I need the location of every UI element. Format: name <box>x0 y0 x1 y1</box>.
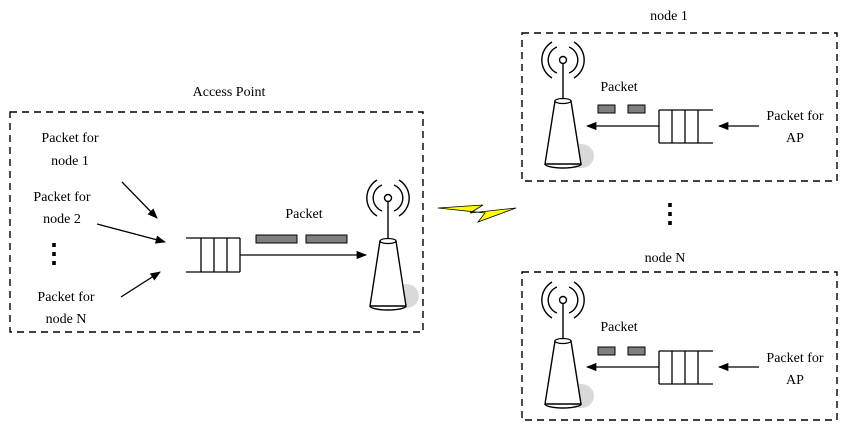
packet-icon <box>255 234 298 244</box>
input-ellipsis: ⋮ <box>41 239 67 268</box>
packet-icon <box>627 346 646 356</box>
queue-icon <box>186 237 241 273</box>
input-label-nodeN-line2: node N <box>46 312 87 327</box>
node-n-packet-label: Packet <box>600 320 637 335</box>
queue-icon <box>658 350 713 385</box>
node-n-box <box>521 271 838 421</box>
node-n-group: node N Packet Packet for AP <box>521 251 838 421</box>
antenna-icon <box>541 41 594 169</box>
node-n-title: node N <box>645 251 686 266</box>
packet-icon <box>597 104 616 114</box>
node-1-input-line2: AP <box>786 131 804 146</box>
node-1-packet-label: Packet <box>600 80 637 95</box>
input-label-node2-line2: node 2 <box>43 212 81 227</box>
antenna-icon <box>366 179 419 311</box>
input-label-nodeN-line1: Packet for <box>37 290 94 305</box>
node-1-input-line1: Packet for <box>766 109 823 124</box>
node-1-box <box>521 32 838 182</box>
input-label-node1-line2: node 1 <box>51 154 89 169</box>
node-n-input-line2: AP <box>786 373 804 388</box>
packet-label: Packet <box>285 207 322 222</box>
packet-icon <box>305 234 348 244</box>
nodes-ellipsis: ⋮ <box>657 199 683 228</box>
input-arrow-node1 <box>121 181 158 219</box>
node-n-input-line1: Packet for <box>766 351 823 366</box>
access-point-title: Access Point <box>193 85 266 100</box>
access-point-box <box>9 111 424 333</box>
packet-icon <box>597 346 616 356</box>
access-point-group: Access Point Packet for node 1 Packet fo… <box>9 85 424 333</box>
packet-icon <box>627 104 646 114</box>
node-1-title: node 1 <box>650 9 688 24</box>
queue-icon <box>658 109 713 144</box>
antenna-icon <box>541 281 594 409</box>
node-1-group: node 1 Packet Packet for AP <box>521 9 838 182</box>
wireless-link-icon <box>437 204 517 223</box>
input-label-node1-line1: Packet for <box>41 131 98 146</box>
input-arrow-nodeN <box>120 271 161 298</box>
input-arrow-node2 <box>96 223 167 244</box>
input-label-node2-line1: Packet for <box>33 190 90 205</box>
